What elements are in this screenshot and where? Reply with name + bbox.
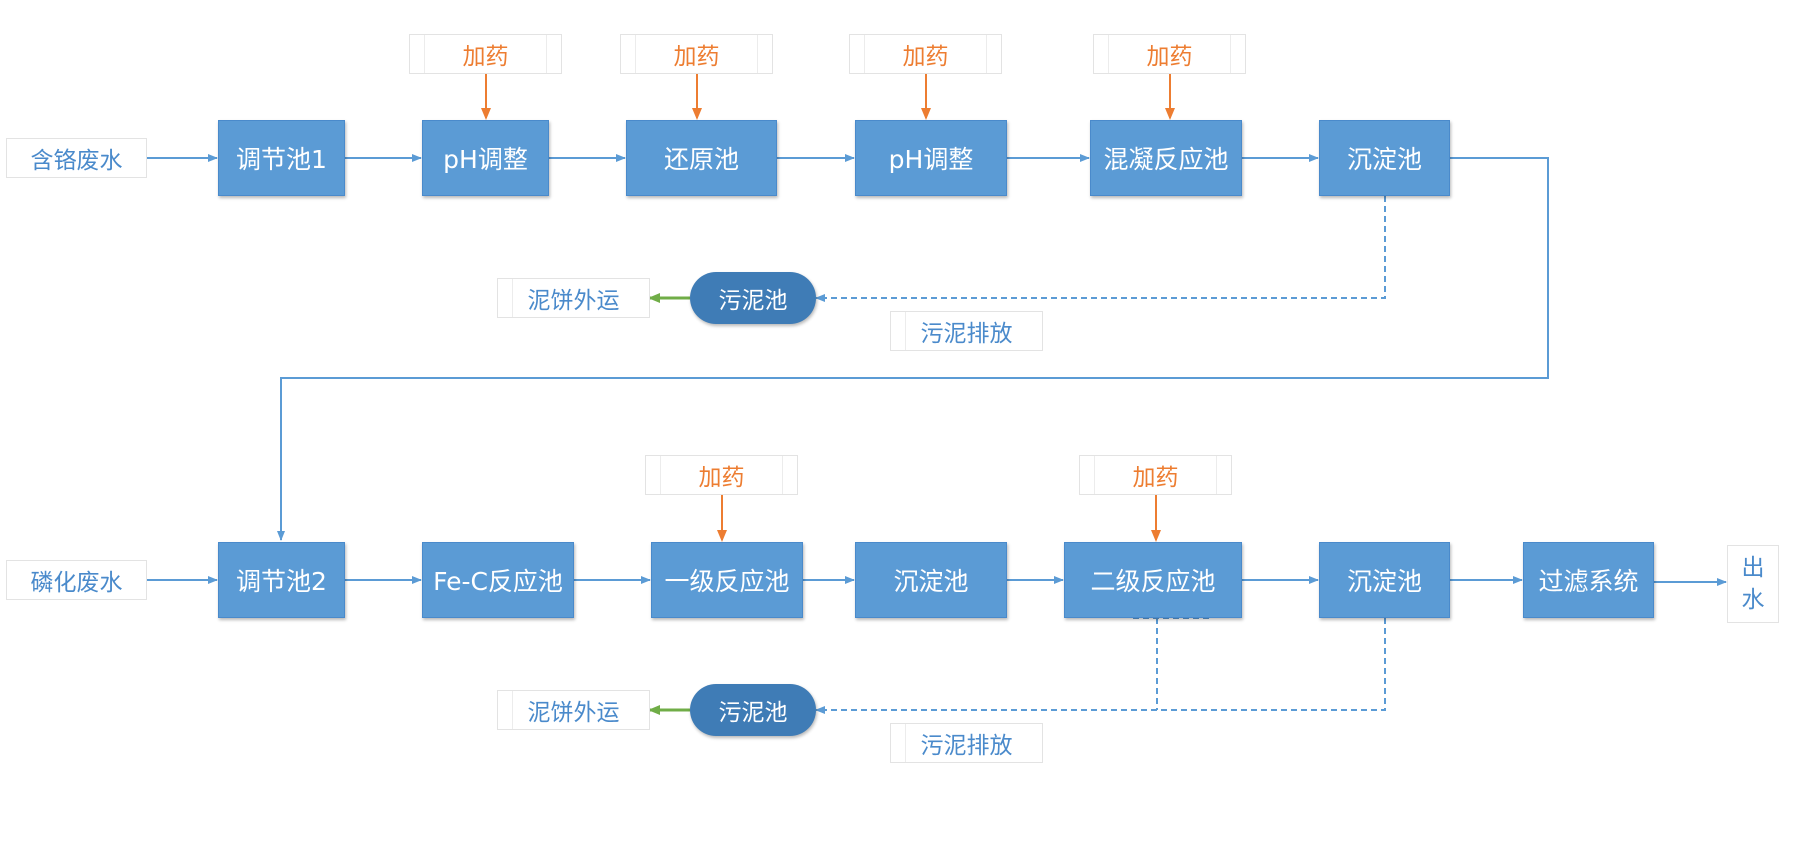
sludge-discharge-line xyxy=(815,618,1386,714)
process-box-reduction-tank: 还原池 xyxy=(626,120,777,196)
process-box-sedimentation-tank: 沉淀池 xyxy=(1319,542,1450,618)
dosing-label: 加药 xyxy=(849,34,1002,74)
sludge-cake-label-text: 泥饼外运 xyxy=(527,700,620,726)
sludge-cake-label: 泥饼外运 xyxy=(497,278,650,318)
process-box-fe-c-reaction-tank: Fe-C反应池 xyxy=(422,542,574,618)
dosing-label: 加药 xyxy=(620,34,773,74)
process-box-sedimentation-tank: 沉淀池 xyxy=(1319,120,1450,196)
dosing-label-text: 加药 xyxy=(1146,44,1193,70)
sludge-pool: 污泥池 xyxy=(690,684,816,736)
process-box-secondary-reaction-tank: 二级反应池 xyxy=(1064,542,1242,618)
dosing-label: 加药 xyxy=(645,455,798,495)
input-label-chromium-wastewater: 含铬废水 xyxy=(6,138,147,178)
process-box-regulating-tank-2: 调节池2 xyxy=(218,542,345,618)
sludge-discharge-label: 污泥排放 xyxy=(890,723,1043,763)
input-label-phosphating-wastewater: 磷化废水 xyxy=(6,560,147,600)
process-box-sedimentation-tank: 沉淀池 xyxy=(855,542,1007,618)
sludge-cake-label-text: 泥饼外运 xyxy=(527,288,620,314)
process-box-ph-adjust: pH调整 xyxy=(855,120,1007,196)
process-box-regulating-tank-1: 调节池1 xyxy=(218,120,345,196)
process-box-primary-reaction-tank: 一级反应池 xyxy=(651,542,803,618)
dosing-label: 加药 xyxy=(409,34,562,74)
sludge-discharge-line xyxy=(815,196,1386,302)
row-connector-line xyxy=(277,157,1549,541)
sludge-discharge-label-text: 污泥排放 xyxy=(920,321,1013,347)
process-box-ph-adjust: pH调整 xyxy=(422,120,549,196)
dosing-label-text: 加药 xyxy=(673,44,720,70)
dosing-label: 加药 xyxy=(1093,34,1246,74)
sludge-discharge-label: 污泥排放 xyxy=(890,311,1043,351)
output-label-effluent: 出 水 xyxy=(1727,545,1779,623)
process-box-filtration-system: 过滤系统 xyxy=(1523,542,1654,618)
sludge-discharge-label-text: 污泥排放 xyxy=(920,733,1013,759)
dosing-label-text: 加药 xyxy=(462,44,509,70)
output-label-char: 出 xyxy=(1741,555,1765,581)
output-label-char: 水 xyxy=(1741,587,1765,613)
dosing-label-text: 加药 xyxy=(902,44,949,70)
sludge-pool: 污泥池 xyxy=(690,272,816,324)
dosing-label-text: 加药 xyxy=(698,465,745,491)
dosing-label-text: 加药 xyxy=(1132,465,1179,491)
process-box-coagulation-tank: 混凝反应池 xyxy=(1090,120,1242,196)
sludge-cake-label: 泥饼外运 xyxy=(497,690,650,730)
dosing-label: 加药 xyxy=(1079,455,1232,495)
